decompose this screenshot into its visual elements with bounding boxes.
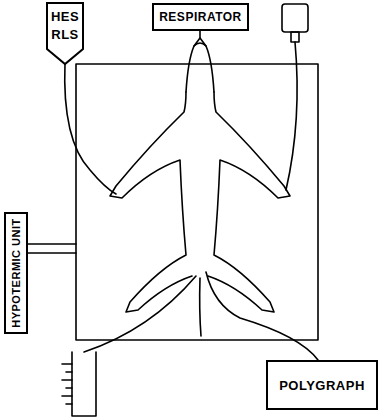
catheter-line xyxy=(206,272,318,360)
drip-chamber xyxy=(291,32,299,42)
cylinder-graduations xyxy=(62,364,72,404)
respirator-tube xyxy=(199,30,201,38)
polygraph-box: POLYGRAPH xyxy=(266,360,378,410)
node-label: HYPOTERMIC UNIT xyxy=(6,214,26,332)
node-label: HES RLS xyxy=(48,8,82,43)
animal-snout xyxy=(194,38,206,46)
hypothermia-unit: HYPOTERMIC UNIT xyxy=(4,212,28,334)
animal-left-side xyxy=(110,92,192,312)
animal-right-side xyxy=(208,92,290,312)
infusion-line xyxy=(65,63,116,194)
infusion-source: HES RLS xyxy=(46,2,84,65)
node-label: POLYGRAPH xyxy=(279,378,365,393)
urine-line xyxy=(84,276,196,352)
animal-tail xyxy=(200,278,201,336)
animal-head xyxy=(186,43,214,92)
iv-line xyxy=(286,42,297,190)
iv-bag xyxy=(282,4,308,32)
pentagon-border xyxy=(47,3,83,64)
operating-board xyxy=(76,64,318,340)
cooling-tubes xyxy=(28,244,76,253)
respirator-box: RESPIRATOR xyxy=(152,3,249,31)
measuring-cylinder xyxy=(72,352,96,416)
node-label: RESPIRATOR xyxy=(159,10,242,24)
